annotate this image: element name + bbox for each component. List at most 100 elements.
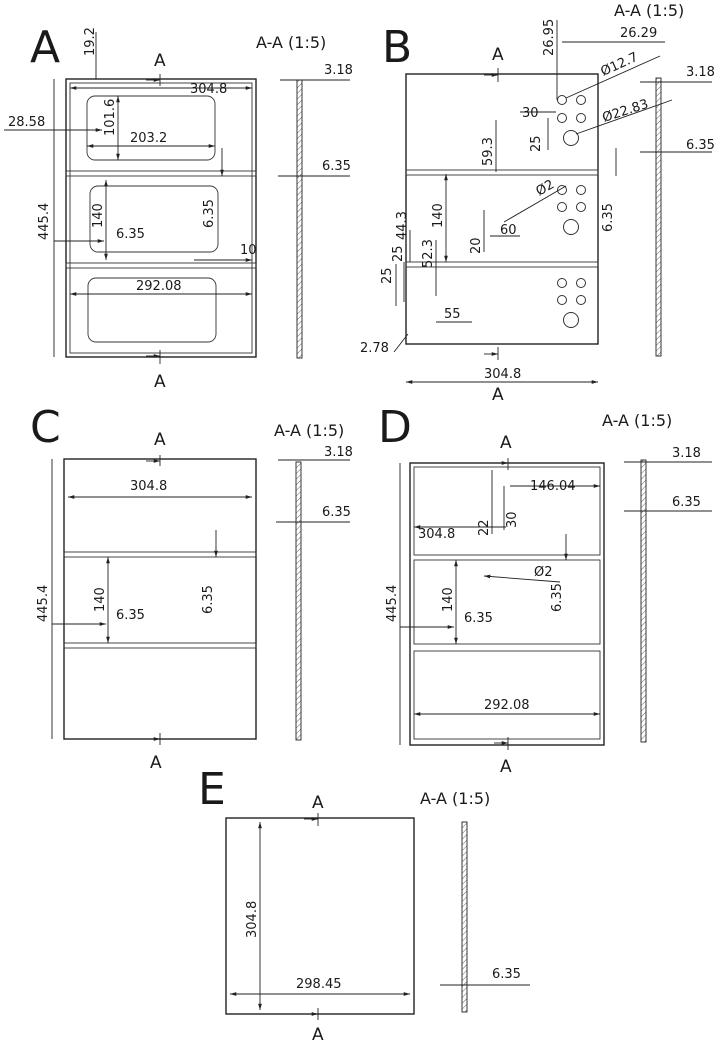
dim-b-width: 304.8 bbox=[484, 367, 521, 382]
panel-b-shelf-1 bbox=[405, 169, 599, 176]
hole bbox=[576, 278, 586, 288]
dim-b-sec-mid: 6.35 bbox=[686, 138, 715, 153]
panel-c-cut-label-top: A bbox=[154, 430, 166, 450]
hole bbox=[557, 113, 567, 123]
panel-a-window-mid bbox=[89, 185, 219, 253]
dim-d-width: 304.8 bbox=[418, 527, 455, 542]
dim-a-window-height: 101.6 bbox=[103, 99, 118, 136]
dim-e-thickness: 6.35 bbox=[492, 967, 521, 982]
panel-a-shelf-2 bbox=[65, 262, 257, 269]
panel-letter-e: E bbox=[198, 764, 226, 815]
panel-b-hole-group-3 bbox=[557, 278, 586, 328]
dim-d-lower-width: 292.08 bbox=[484, 698, 530, 713]
hole bbox=[576, 295, 586, 305]
panel-e: E A-A (1:5) A A 304.8 298.45 6.35 bbox=[198, 764, 530, 1045]
hole bbox=[563, 219, 579, 235]
panel-a-shelf-1 bbox=[65, 170, 257, 177]
panel-b-outline bbox=[405, 73, 599, 345]
hole bbox=[576, 185, 586, 195]
hole bbox=[576, 113, 586, 123]
dim-d-inner-offset: 6.35 bbox=[464, 611, 493, 626]
dim-c-sec-mid: 6.35 bbox=[322, 505, 351, 520]
dim-a-gap: 10 bbox=[240, 243, 257, 258]
panel-letter-c: C bbox=[30, 402, 61, 453]
dim-a-shelf-opening: 140 bbox=[91, 203, 106, 228]
section-title-e: A-A (1:5) bbox=[420, 789, 490, 808]
hole bbox=[563, 312, 579, 328]
hole bbox=[557, 278, 567, 288]
dim-a-lower-window-width: 292.08 bbox=[136, 279, 182, 294]
panel-a-outline bbox=[65, 78, 257, 358]
dim-d-height: 445.4 bbox=[385, 585, 400, 622]
panel-e-outline bbox=[225, 817, 415, 1015]
panel-a-cut-label-bottom: A bbox=[154, 372, 166, 392]
panel-d-cut-label-top: A bbox=[500, 433, 512, 453]
panel-a: A A-A (1:5) A A 19.2 304.8 28.58 101.6 2… bbox=[4, 22, 353, 392]
panel-b-cut-label-bottom: A bbox=[492, 385, 504, 405]
dim-a-sec-top: 3.18 bbox=[324, 63, 353, 78]
dim-b-shelf-thickness: 6.35 bbox=[601, 203, 616, 232]
panel-b-hole-group-2 bbox=[557, 185, 586, 235]
panel-e-section-view bbox=[461, 821, 468, 1013]
dim-a-sec-mid: 6.35 bbox=[322, 159, 351, 174]
panel-e-cut-label-top: A bbox=[312, 793, 324, 813]
panel-c-shelf-1 bbox=[63, 551, 257, 558]
panel-b-cut-label-top: A bbox=[492, 45, 504, 65]
panel-a-cut-label-top: A bbox=[154, 51, 166, 71]
panel-a-section-view bbox=[296, 79, 303, 359]
dim-d-d2: Ø2 bbox=[534, 565, 553, 580]
dim-b-26-29: 26.29 bbox=[620, 26, 657, 41]
panel-b: B A-A (1:5) A bbox=[360, 1, 715, 405]
panel-letter-d: D bbox=[378, 402, 412, 453]
hole bbox=[576, 95, 586, 105]
panel-b-hole-group-1 bbox=[557, 95, 586, 146]
dim-b-d2: Ø2 bbox=[534, 177, 558, 199]
hole bbox=[557, 295, 567, 305]
dim-d-shelf-thickness: 6.35 bbox=[550, 583, 565, 612]
dim-a-inner-offset: 6.35 bbox=[116, 227, 145, 242]
section-title-a: A-A (1:5) bbox=[256, 33, 326, 52]
dim-a-top-offset: 19.2 bbox=[83, 27, 98, 56]
dim-b-60: 60 bbox=[500, 223, 517, 238]
dim-d-22: 22 bbox=[477, 519, 492, 536]
hole bbox=[557, 202, 567, 212]
dim-line-b-d12-7 bbox=[565, 55, 661, 99]
hole bbox=[557, 95, 567, 105]
dim-d-sec-mid: 6.35 bbox=[672, 495, 701, 510]
dim-c-shelf-opening: 140 bbox=[93, 587, 108, 612]
dim-c-shelf-thickness: 6.35 bbox=[201, 585, 216, 614]
section-title-d: A-A (1:5) bbox=[602, 411, 672, 430]
dim-a-shelf-thickness: 6.35 bbox=[202, 199, 217, 228]
dim-e-height: 304.8 bbox=[245, 901, 260, 938]
panel-d-cut-label-bottom: A bbox=[500, 757, 512, 777]
hole bbox=[563, 130, 579, 146]
dim-b-sec-top: 3.18 bbox=[686, 65, 715, 80]
panel-d-drawer-mid bbox=[413, 559, 601, 645]
panel-c: C A-A (1:5) A A 304.8 445.4 140 6.35 6.3… bbox=[30, 402, 353, 773]
section-title-c: A-A (1:5) bbox=[274, 421, 344, 440]
panel-a-window-bottom bbox=[87, 277, 217, 343]
dim-a-left-offset: 28.58 bbox=[8, 115, 45, 130]
dim-b-30: 30 bbox=[522, 106, 539, 121]
hole bbox=[576, 202, 586, 212]
dim-a-window-width: 203.2 bbox=[130, 131, 167, 146]
hole bbox=[557, 185, 567, 195]
panel-c-cut-label-bottom: A bbox=[150, 753, 162, 773]
panel-letter-b: B bbox=[382, 22, 412, 73]
panel-e-cut-label-bottom: A bbox=[312, 1025, 324, 1045]
dim-c-height: 445.4 bbox=[36, 585, 51, 622]
panel-d: D A-A (1:5) A A 146.04 304.8 22 30 Ø2 6.… bbox=[378, 402, 712, 777]
dim-b-25b: 25 bbox=[391, 245, 406, 262]
panel-d-drawer-top bbox=[413, 466, 601, 556]
panel-c-shelf-2 bbox=[63, 642, 257, 649]
dim-b-44-3: 44.3 bbox=[395, 211, 410, 240]
panel-letter-a: A bbox=[30, 22, 60, 73]
dim-b-55: 55 bbox=[444, 307, 461, 322]
dim-c-inner-offset: 6.35 bbox=[116, 608, 145, 623]
dim-b-d22-83: Ø22.83 bbox=[601, 97, 651, 126]
dim-b-20: 20 bbox=[469, 237, 484, 254]
dim-a-height: 445.4 bbox=[37, 203, 52, 240]
dim-b-25a: 25 bbox=[380, 267, 395, 284]
panel-a-inner-outline bbox=[69, 82, 253, 354]
